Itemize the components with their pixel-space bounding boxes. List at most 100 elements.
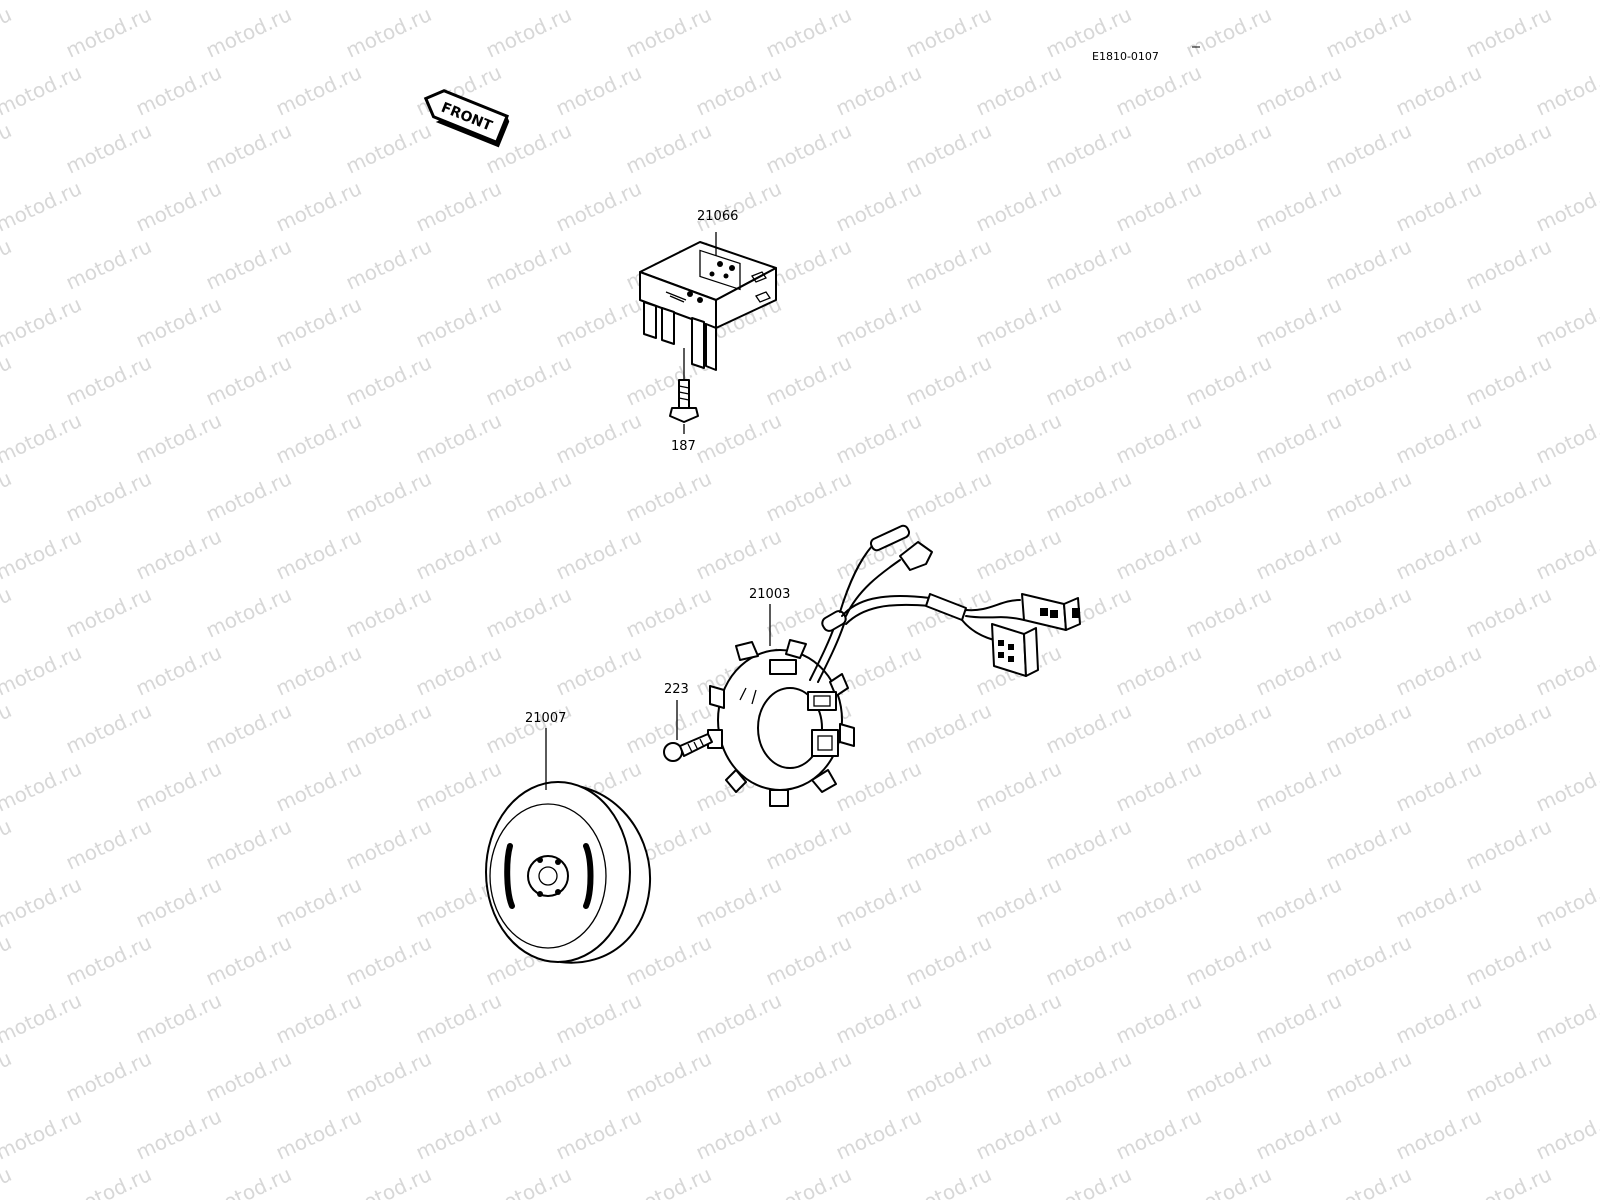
watermark-text: motod.ru xyxy=(272,640,365,701)
watermark-text: motod.ru xyxy=(1462,466,1555,527)
watermark-text: motod.ru xyxy=(552,176,645,237)
watermark-text: motod.ru xyxy=(1462,350,1555,411)
watermark-text: motod.ru xyxy=(1042,118,1135,179)
watermark-text: motod.ru xyxy=(132,176,225,237)
watermark-text: motod.ru xyxy=(1532,1104,1600,1165)
watermark-text: motod.ru xyxy=(342,1162,435,1200)
watermark-text: motod.ru xyxy=(1112,408,1205,469)
watermark-text: motod.ru xyxy=(342,930,435,991)
watermark-text: motod.ru xyxy=(0,234,15,295)
watermark-text: motod.ru xyxy=(1182,350,1275,411)
watermark-text: motod.ru xyxy=(902,466,995,527)
drawing-code: E1810-0107 xyxy=(1092,50,1159,63)
watermark-text: motod.ru xyxy=(1322,2,1415,63)
watermark-text: motod.ru xyxy=(0,930,15,991)
watermark-text: motod.ru xyxy=(1392,1104,1485,1165)
watermark-text: motod.ru xyxy=(202,350,295,411)
watermark-text: motod.ru xyxy=(202,1046,295,1107)
watermark-text: motod.ru xyxy=(62,2,155,63)
watermark-text: motod.ru xyxy=(132,292,225,353)
watermark-text: motod.ru xyxy=(132,872,225,933)
watermark-text: motod.ru xyxy=(412,1104,505,1165)
watermark-text: motod.ru xyxy=(202,2,295,63)
watermark-text: motod.ru xyxy=(1462,1046,1555,1107)
watermark-text: motod.ru xyxy=(902,2,995,63)
watermark-text: motod.ru xyxy=(832,60,925,121)
watermark-text: motod.ru xyxy=(692,872,785,933)
watermark-text: motod.ru xyxy=(62,1046,155,1107)
watermark-text: motod.ru xyxy=(412,176,505,237)
watermark-text: motod.ru xyxy=(412,408,505,469)
watermark-text: motod.ru xyxy=(1392,408,1485,469)
bolt-187 xyxy=(669,348,699,423)
watermark-text: motod.ru xyxy=(0,872,85,933)
watermark-text: motod.ru xyxy=(412,988,505,1049)
watermark-text: motod.ru xyxy=(762,2,855,63)
watermark-text: motod.ru xyxy=(0,292,85,353)
watermark-text: motod.ru xyxy=(902,814,995,875)
watermark-text: motod.ru xyxy=(202,234,295,295)
watermark-text: motod.ru xyxy=(272,872,365,933)
watermark-text: motod.ru xyxy=(692,408,785,469)
watermark-text: motod.ru xyxy=(1322,930,1415,991)
watermark-text: motod.ru xyxy=(482,350,575,411)
watermark-text: motod.ru xyxy=(342,582,435,643)
watermark-text: motod.ru xyxy=(1252,292,1345,353)
watermark-text: motod.ru xyxy=(1252,176,1345,237)
watermark-text: motod.ru xyxy=(762,930,855,991)
watermark-text: motod.ru xyxy=(0,176,85,237)
watermark-text: motod.ru xyxy=(1182,1046,1275,1107)
watermark-text: motod.ru xyxy=(1112,640,1205,701)
watermark-text: motod.ru xyxy=(1392,176,1485,237)
watermark-text: motod.ru xyxy=(1392,988,1485,1049)
watermark-text: motod.ru xyxy=(1112,1104,1205,1165)
watermark-text: motod.ru xyxy=(1182,698,1275,759)
watermark-text: motod.ru xyxy=(1252,640,1345,701)
watermark-text: motod.ru xyxy=(0,408,85,469)
watermark-text: motod.ru xyxy=(552,408,645,469)
watermark-text: motod.ru xyxy=(1042,814,1135,875)
watermark-text: motod.ru xyxy=(132,756,225,817)
watermark-text: motod.ru xyxy=(692,176,785,237)
watermark-text: motod.ru xyxy=(412,640,505,701)
watermark-text: motod.ru xyxy=(0,118,15,179)
watermark-text: motod.ru xyxy=(1182,234,1275,295)
watermark-text: motod.ru xyxy=(482,466,575,527)
part-number-21066: 21066 xyxy=(697,209,738,224)
watermark-text: motod.ru xyxy=(1532,60,1600,121)
watermark-text: motod.ru xyxy=(1042,234,1135,295)
watermark-text: motod.ru xyxy=(1182,814,1275,875)
watermark-text: motod.ru xyxy=(482,1046,575,1107)
watermark-text: motod.ru xyxy=(1042,698,1135,759)
watermark-text: motod.ru xyxy=(342,350,435,411)
watermark-text: motod.ru xyxy=(1532,988,1600,1049)
watermark-text: motod.ru xyxy=(832,988,925,1049)
watermark-text: motod.ru xyxy=(62,118,155,179)
watermark-text: motod.ru xyxy=(762,1046,855,1107)
watermark-text: motod.ru xyxy=(902,698,995,759)
watermark-text: motod.ru xyxy=(1042,350,1135,411)
watermark-text: motod.ru xyxy=(482,234,575,295)
watermark-text: motod.ru xyxy=(1112,176,1205,237)
watermark-text: motod.ru xyxy=(0,582,15,643)
watermark-text: motod.ru xyxy=(1532,524,1600,585)
watermark-text: motod.ru xyxy=(1392,60,1485,121)
watermark-text: motod.ru xyxy=(762,350,855,411)
watermark-text: motod.ru xyxy=(0,1104,85,1165)
watermark-text: motod.ru xyxy=(1112,756,1205,817)
watermark-text: motod.ru xyxy=(202,698,295,759)
watermark-text: motod.ru xyxy=(62,814,155,875)
watermark-text: motod.ru xyxy=(272,524,365,585)
watermark-text: motod.ru xyxy=(832,408,925,469)
watermark-text: motod.ru xyxy=(1462,2,1555,63)
watermark-text: motod.ru xyxy=(62,234,155,295)
watermark-text: motod.ru xyxy=(272,60,365,121)
watermark-text: motod.ru xyxy=(1252,60,1345,121)
watermark-text: motod.ru xyxy=(832,1104,925,1165)
watermark-text: motod.ru xyxy=(1112,988,1205,1049)
watermark-text: motod.ru xyxy=(1252,524,1345,585)
watermark-text: motod.ru xyxy=(552,524,645,585)
watermark-text: motod.ru xyxy=(1182,1162,1275,1200)
watermark-text: motod.ru xyxy=(0,698,15,759)
